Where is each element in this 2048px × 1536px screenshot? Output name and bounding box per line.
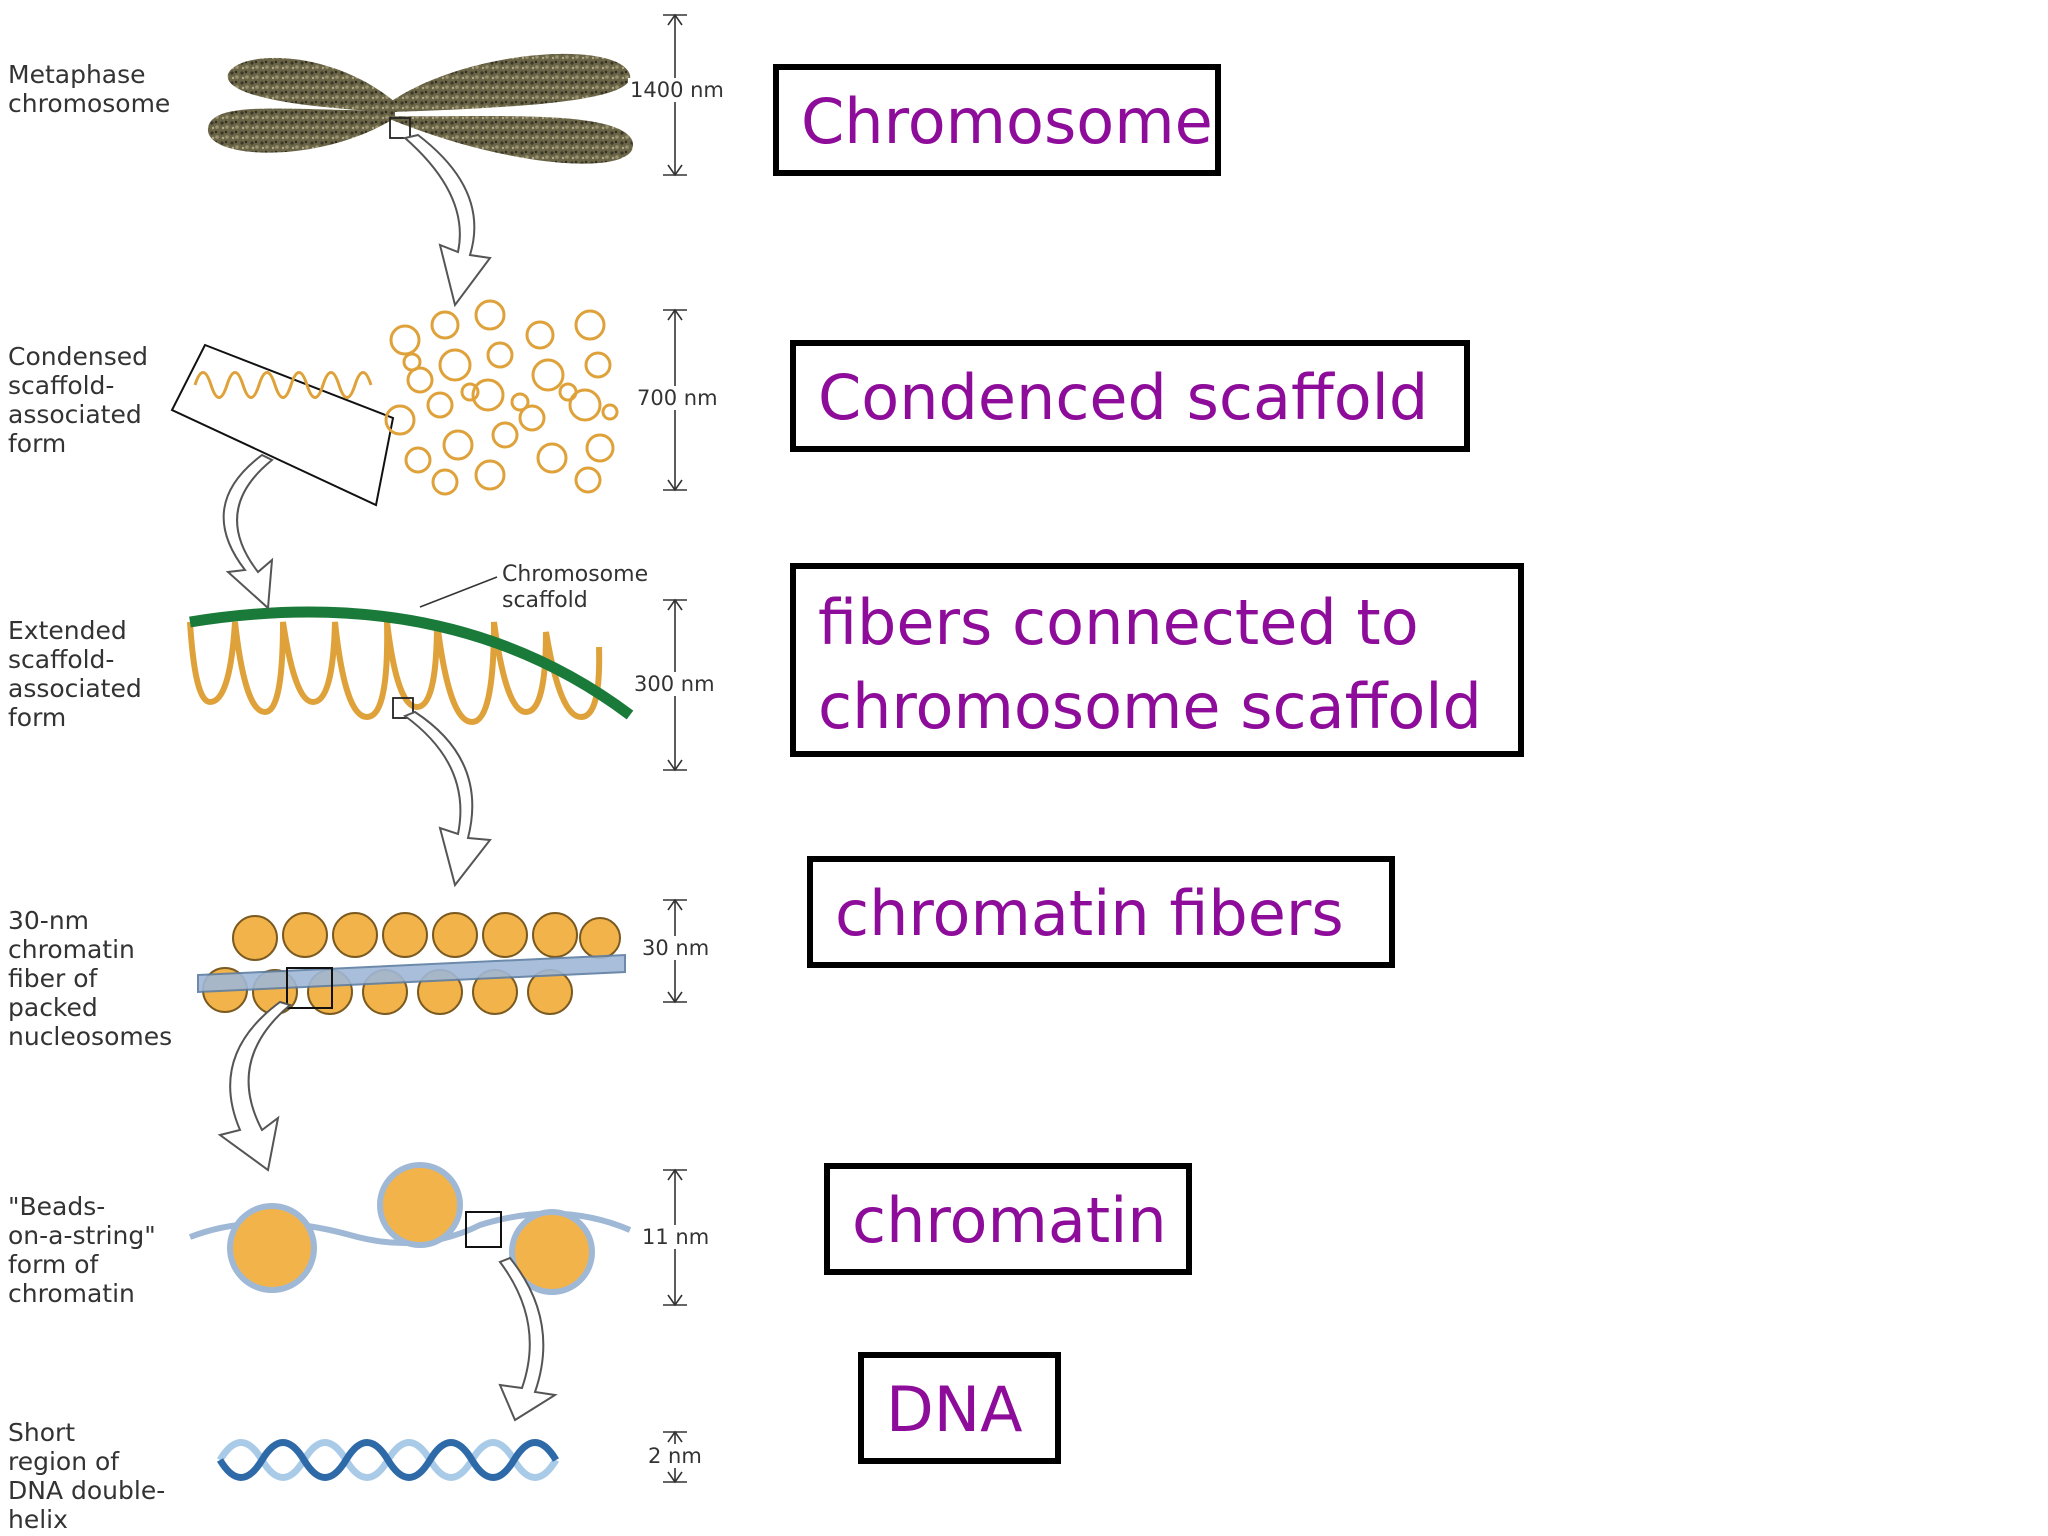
label-30nm-fiber: 30-nm chromatin fiber of packed nucleoso…: [8, 906, 173, 1051]
box-chromatin-fibers-text: chromatin fibers: [835, 877, 1344, 950]
beads-on-a-string-illustration: [188, 1162, 632, 1295]
label-dna-double-helix: Short region of DNA double- helix: [8, 1418, 166, 1534]
box-chromosome: Chromosome: [773, 64, 1221, 176]
box-dna-text: DNA: [886, 1373, 1023, 1446]
label-beads-on-a-string: "Beads- on-a-string" form of chromatin: [8, 1192, 156, 1308]
scale-label-30nm: 30 nm: [640, 936, 712, 960]
scale-label-700nm: 700 nm: [635, 386, 720, 410]
label-condensed-scaffold: Condensed scaffold- associated form: [8, 342, 148, 458]
metaphase-chromosome-illustration: [207, 53, 634, 164]
box-condenced-scaffold: Condenced scaffold: [790, 340, 1470, 452]
box-chromatin-fibers: chromatin fibers: [807, 856, 1395, 968]
transition-arrows: [217, 133, 558, 1422]
box-fibers-connected: fibers connected to chromosome scaffold: [790, 563, 1524, 757]
box-chromosome-text: Chromosome: [801, 85, 1213, 158]
arrow-beads-to-dna: [498, 1256, 558, 1422]
scale-label-1400nm: 1400 nm: [628, 78, 726, 102]
dna-double-helix-illustration: [216, 1439, 560, 1481]
label-extended-scaffold: Extended scaffold- associated form: [8, 616, 142, 732]
box-chromatin: chromatin: [824, 1163, 1192, 1275]
arrow-extended-to-fiber: [402, 710, 492, 888]
box-fibers-connected-line-1: fibers connected to: [818, 586, 1419, 659]
box-fibers-connected-line-2: chromosome scaffold: [818, 670, 1482, 743]
label-metaphase-chromosome: Metaphase chromosome: [8, 60, 171, 118]
scale-label-2nm: 2 nm: [646, 1444, 704, 1468]
chromatin-fiber-illustration: [197, 912, 626, 1015]
box-dna: DNA: [858, 1352, 1061, 1464]
arrow-chromosome-to-condensed: [402, 133, 492, 308]
scale-bars: [663, 13, 687, 1484]
callout-chromosome-scaffold: Chromosome scaffold: [502, 562, 649, 613]
scale-label-300nm: 300 nm: [632, 672, 717, 696]
extended-scaffold-illustration: [187, 576, 634, 726]
arrow-condensed-to-extended: [222, 453, 274, 611]
arrow-fiber-to-beads: [217, 1000, 293, 1172]
box-chromatin-text: chromatin: [852, 1184, 1167, 1257]
scale-label-11nm: 11 nm: [640, 1225, 712, 1249]
box-condenced-scaffold-text: Condenced scaffold: [818, 361, 1429, 434]
condensed-scaffold-illustration: [170, 299, 619, 507]
